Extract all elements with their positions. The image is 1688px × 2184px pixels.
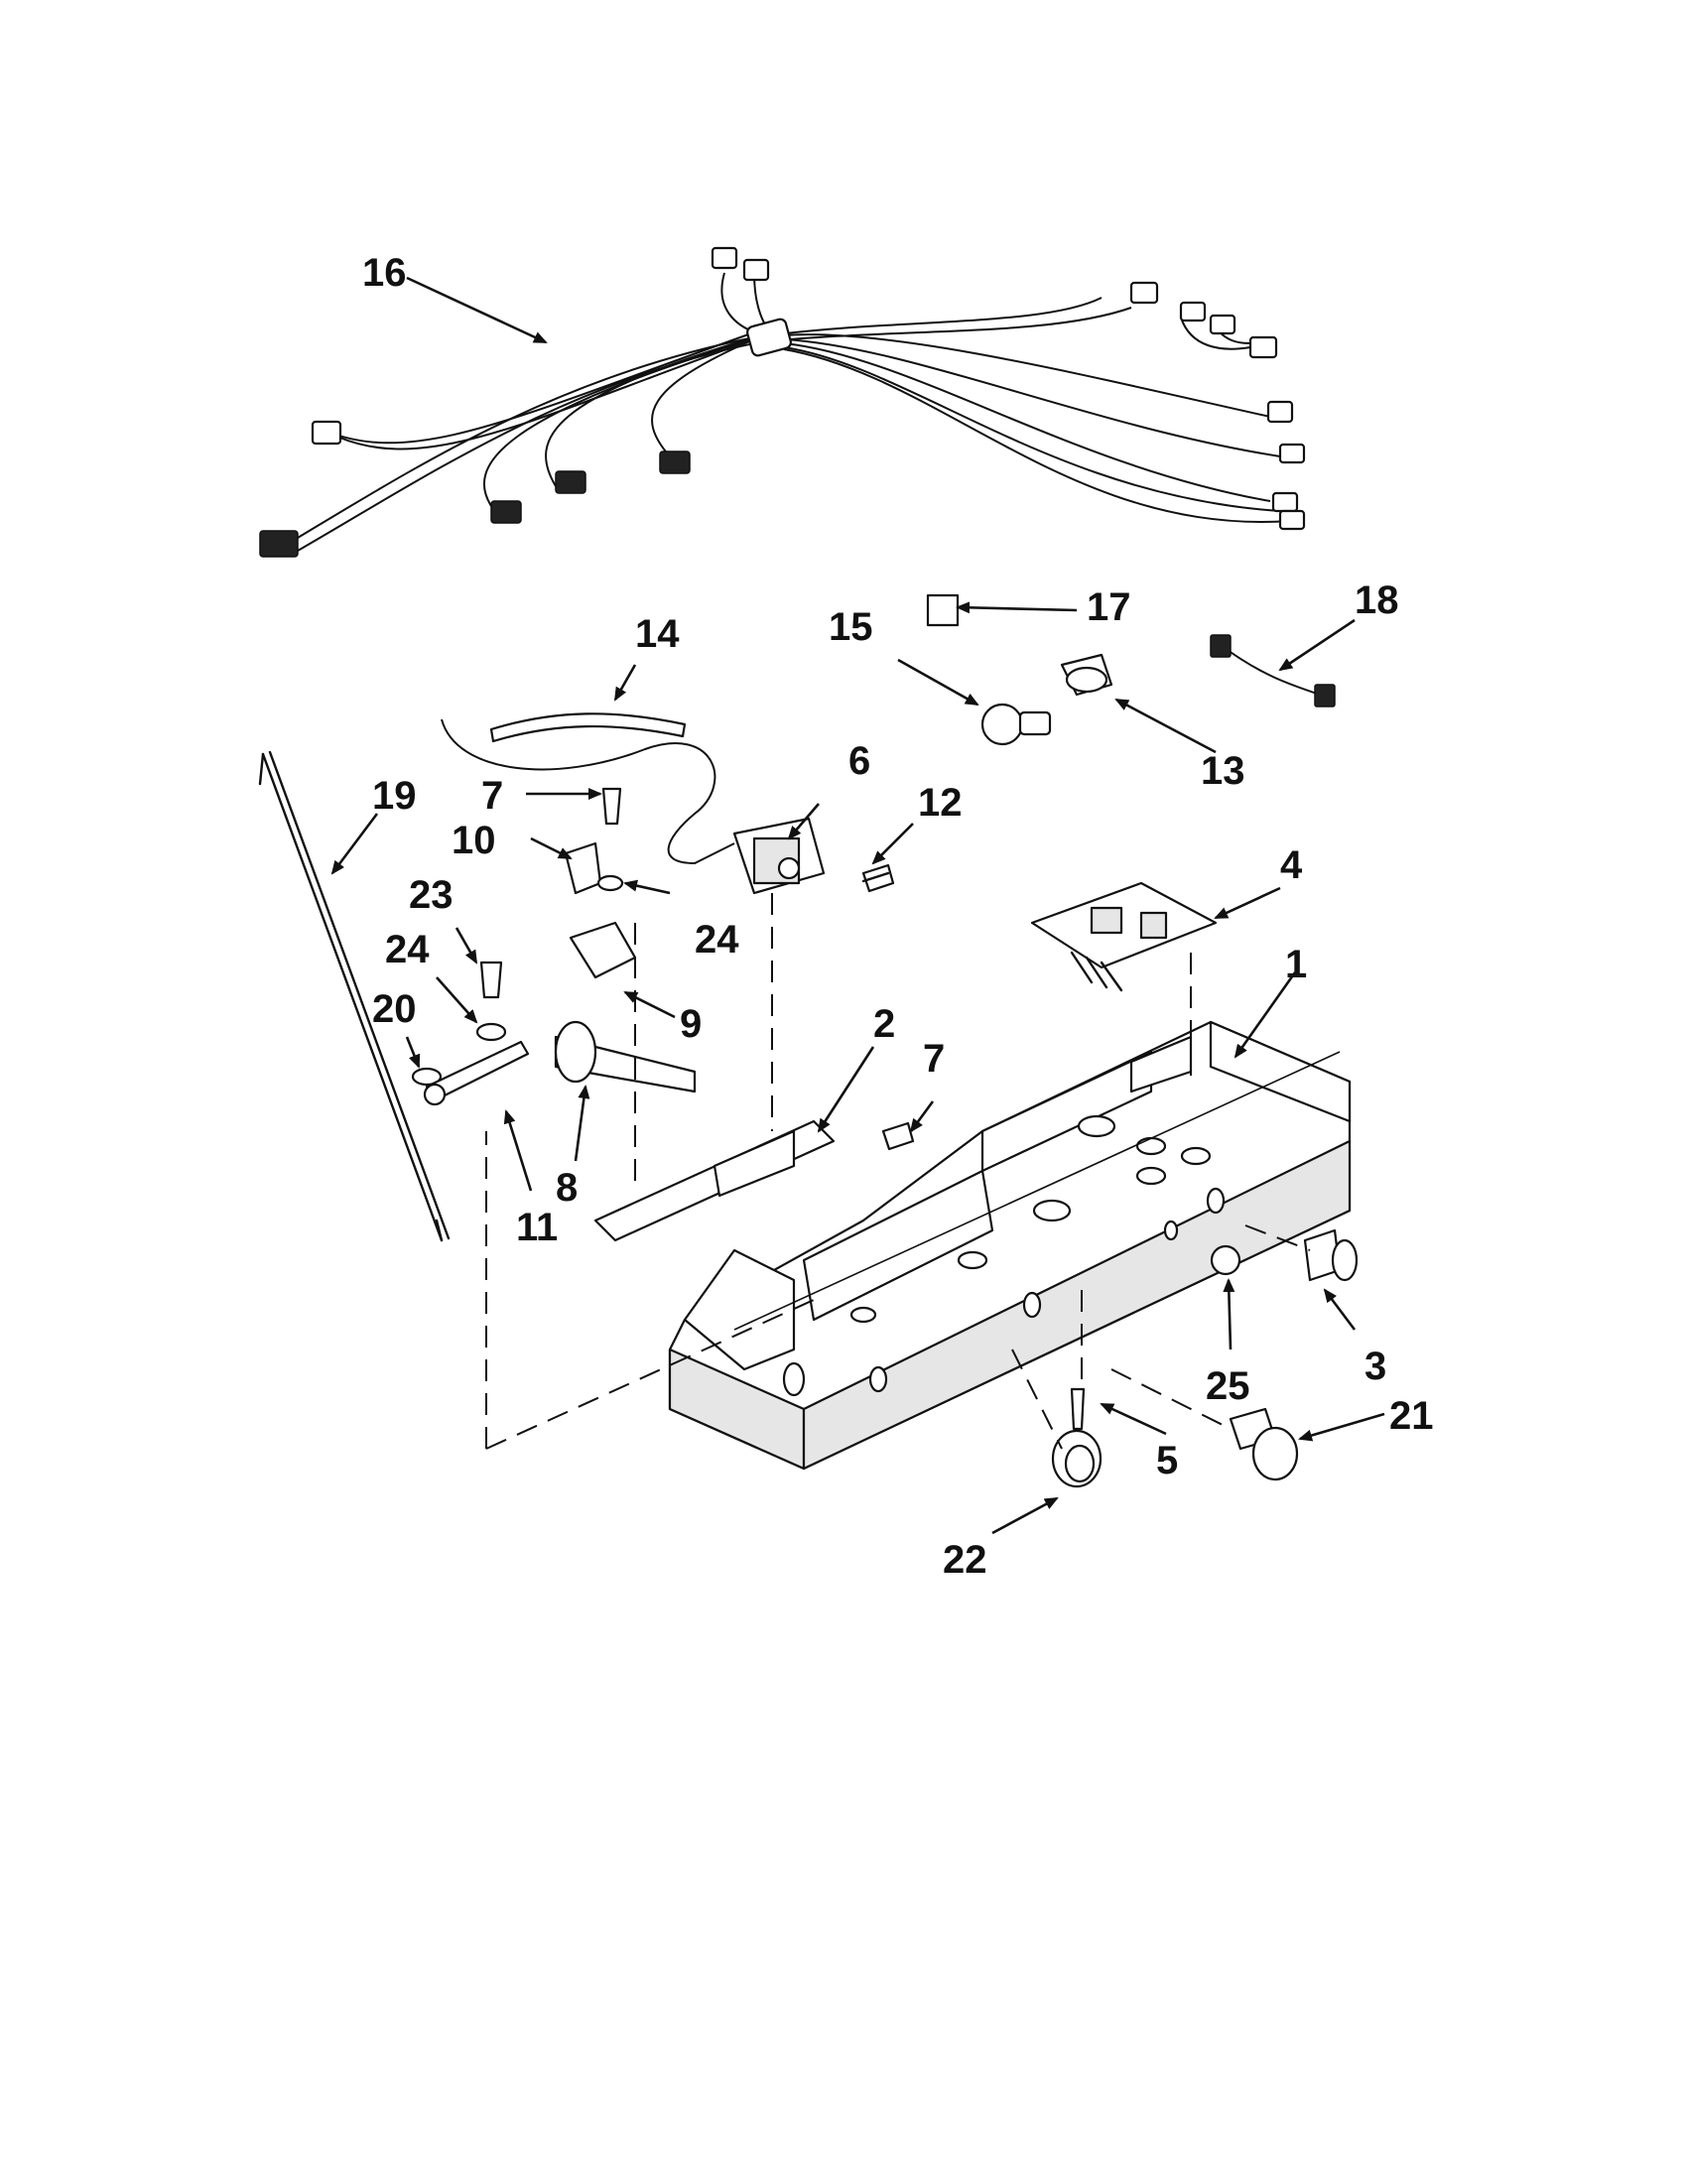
- switch-3: [1303, 1228, 1359, 1282]
- label-19: 19: [372, 774, 417, 818]
- label-9: 9: [680, 1002, 702, 1046]
- label-2: 2: [873, 1002, 895, 1046]
- tube-14: [441, 712, 735, 865]
- label-21: 21: [1389, 1394, 1434, 1438]
- label-15: 15: [829, 605, 873, 649]
- knob-22: [1051, 1429, 1103, 1488]
- bracket-10: [564, 841, 602, 895]
- label-1: 1: [1285, 943, 1307, 986]
- screw-7-top: [601, 787, 622, 826]
- lamp-bulb-15: [980, 703, 1052, 746]
- label-22: 22: [943, 1538, 987, 1582]
- label-4: 4: [1280, 843, 1303, 887]
- shield-17: [926, 593, 960, 627]
- switch-6: [732, 817, 826, 895]
- bracket-9: [569, 921, 637, 979]
- light-pipe-25: [1210, 1244, 1241, 1276]
- label-8: 8: [556, 1166, 578, 1210]
- label-6: 6: [848, 739, 870, 783]
- label-11: 11: [516, 1206, 558, 1249]
- label-16: 16: [362, 251, 407, 295]
- label-5: 5: [1156, 1439, 1178, 1482]
- screw-23: [479, 961, 503, 999]
- label-20: 20: [372, 987, 417, 1031]
- label-17: 17: [1087, 585, 1131, 629]
- shaft-8: [554, 1020, 697, 1093]
- alignment-lines: [485, 893, 1311, 1450]
- label-12: 12: [918, 781, 963, 825]
- control-board-4: [1030, 881, 1218, 992]
- label-7a: 7: [481, 774, 503, 818]
- label-13: 13: [1201, 749, 1245, 793]
- label-23: 23: [409, 873, 454, 917]
- washer-20: [411, 1067, 443, 1087]
- label-10: 10: [452, 819, 496, 862]
- rod-19: [258, 750, 451, 1242]
- label-24b: 24: [385, 928, 430, 971]
- label-25: 25: [1206, 1364, 1250, 1408]
- lamp-socket-13: [1060, 653, 1113, 697]
- control-housing: [668, 1020, 1352, 1471]
- label-3: 3: [1364, 1345, 1386, 1388]
- wire-harness: [259, 246, 1306, 558]
- part-labels: 16 14 17 15 18 13 19 6 7 12 10 24 4 23 2…: [362, 251, 1434, 1582]
- jumper-harness-18: [1210, 634, 1336, 707]
- lever-11: [423, 1040, 530, 1106]
- screw-7-mid: [881, 1121, 915, 1151]
- screw-5: [1070, 1387, 1086, 1431]
- screw-12: [861, 863, 895, 893]
- bracket-2: [593, 1119, 836, 1242]
- washer-24-top: [596, 874, 624, 892]
- label-14: 14: [635, 612, 680, 656]
- knob-21: [1229, 1407, 1299, 1481]
- label-7b: 7: [923, 1037, 945, 1081]
- label-24a: 24: [695, 918, 739, 962]
- washer-24-left: [475, 1022, 507, 1042]
- callout-arrows: [330, 276, 1385, 1535]
- label-18: 18: [1355, 578, 1399, 622]
